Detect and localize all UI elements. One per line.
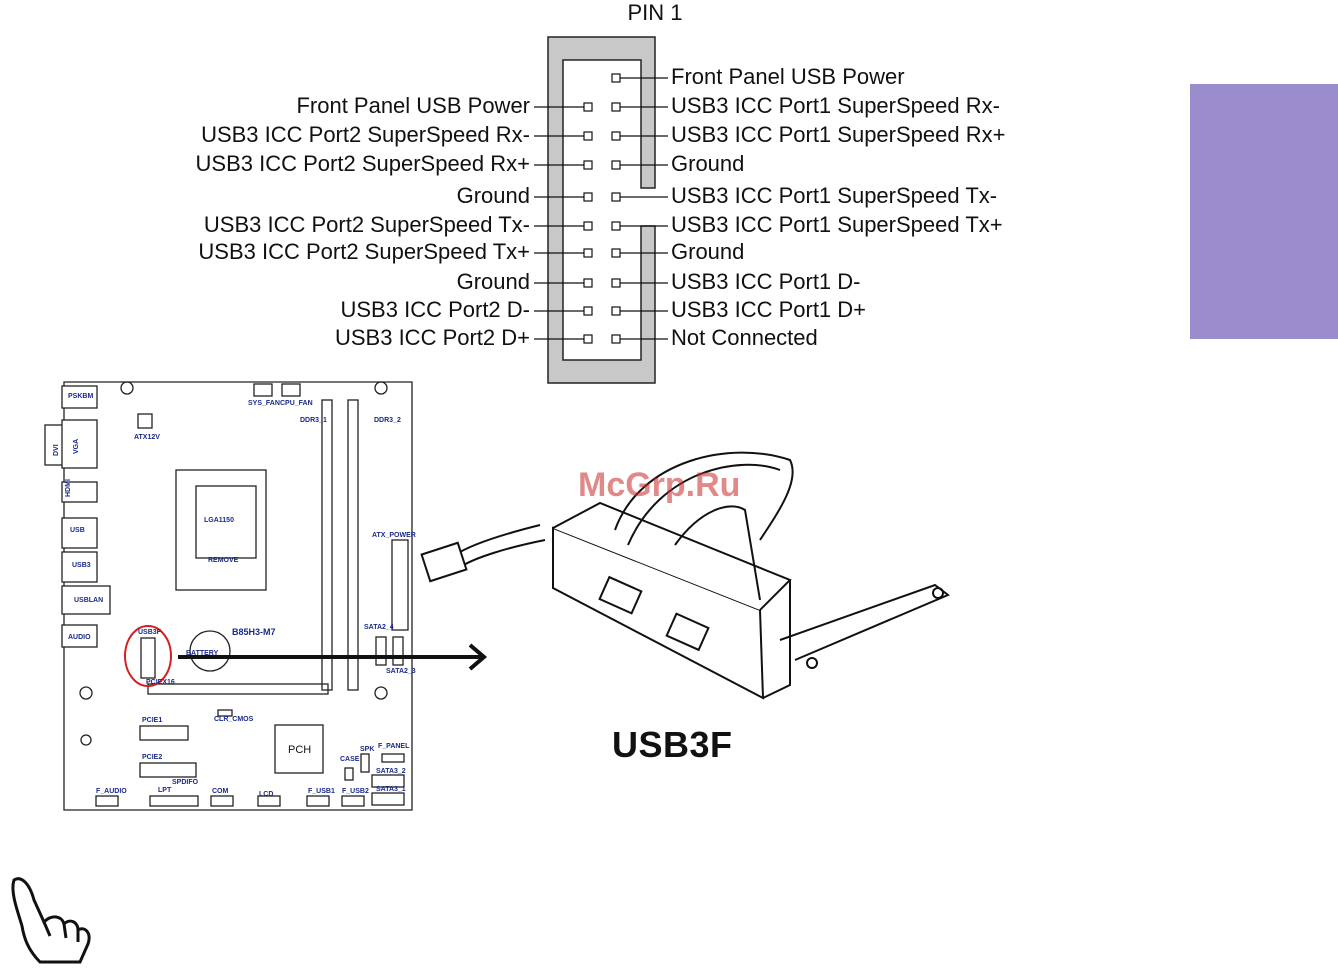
left-pin-label: USB3 ICC Port2 D+ [334,325,530,350]
pin-right-6 [611,221,621,231]
pin-left-8 [583,306,593,316]
board-label-f-usb1: F_USB1 [308,788,335,795]
left-pin-label: USB3 ICC Port2 SuperSpeed Tx+ [198,239,530,264]
pin-right-4 [611,160,621,170]
board-label-cpu-fan: CPU_FAN [280,400,313,407]
board-label-sata3-2: SATA3_2 [376,768,406,775]
board-label-sys-fan: SYS_FAN [248,400,280,407]
right-pin-label: Ground [671,239,745,264]
board-label-cpu: LGA1150 [204,517,234,524]
board-label-f-panel: F_PANEL [378,743,410,750]
right-pin-label: USB3 ICC Port1 SuperSpeed Rx- [671,93,1000,118]
pch-label: PCH [288,744,311,756]
board-label-usblan: USBLAN [74,597,103,604]
pin-right-8 [611,278,621,288]
pin-title: PIN 1 [627,0,683,25]
left-pin-label: Ground [456,183,530,208]
board-label-usb: USB [70,527,85,534]
pin-right-7 [611,248,621,258]
pin-left-6 [583,248,593,258]
motherboard [44,381,413,811]
board-label-ddr3-2: DDR3_2 [374,417,401,424]
pin-left-4 [583,192,593,202]
pin-grid [534,73,668,344]
pin-left-3 [583,160,593,170]
board-label-hdmi: HDMI [65,479,72,497]
board-label-sata2-3: SATA2_3 [386,668,416,675]
pin-right-3 [611,131,621,141]
board-label-vga: VGA [73,439,80,454]
pin-left-5 [583,221,593,231]
arrow-right-icon [178,643,488,671]
board-label-pcie1: PCIE1 [142,717,162,724]
right-pin-label: USB3 ICC Port1 SuperSpeed Tx- [671,183,998,208]
watermark-text: McGrp.Ru [578,466,741,504]
board-label-lpt: LPT [158,787,172,794]
pin-right-5 [611,192,621,202]
board-label-pciex16: PCIEX16 [146,679,175,686]
board-label-pcie2: PCIE2 [142,754,162,761]
left-pin-label: USB3 ICC Port2 SuperSpeed Rx- [201,122,530,147]
right-pin-label: USB3 ICC Port1 SuperSpeed Tx+ [671,212,1003,237]
right-pin-label: Not Connected [671,325,818,350]
left-pin-label: Ground [456,269,530,294]
pin-right-9 [611,306,621,316]
board-label-ddr3-1: DDR3_1 [300,417,327,424]
right-pin-label: Front Panel USB Power [671,64,905,89]
board-label-case: CASE [340,756,360,763]
board-label-clr-cmos: CLR_CMOS [214,716,254,723]
board-label-battery: BATTERY [186,650,219,657]
right-pin-label: USB3 ICC Port1 SuperSpeed Rx+ [671,122,1006,147]
board-label-ps2: PSKBM [68,393,93,400]
usb3f-highlight [124,625,172,687]
board-label-sata2-4: SATA2_4 [364,624,394,631]
left-pin-label: USB3 ICC Port2 D- [340,297,531,322]
board-label-spk: SPK [360,746,374,753]
board-label-f-audio: F_AUDIO [96,788,127,795]
header-shroud [547,36,656,384]
board-label-f-usb2: F_USB2 [342,788,369,795]
right-pin-label: Ground [671,151,745,176]
pin-right-10 [611,334,621,344]
pin-left-9 [583,334,593,344]
section-tab [1190,84,1338,339]
right-pin-label: USB3 ICC Port1 D+ [671,297,867,322]
pin-left-1 [583,102,593,112]
pin-right-1 [611,73,621,83]
board-label-audio: AUDIO [68,634,91,641]
board-label-sata3-1: SATA3_1 [376,786,406,793]
board-label-usb3: USB3 [72,562,91,569]
right-pin-label: USB3 ICC Port1 D- [671,269,861,294]
board-label-usb3f: USB3F [138,629,162,636]
left-pin-label: USB3 ICC Port2 SuperSpeed Rx+ [195,151,530,176]
board-label-spdifo: SPDIFO [172,779,199,786]
pointing-hand-icon [11,877,91,964]
bracket-label: USB3F [612,724,733,765]
pin-left-7 [583,278,593,288]
usb3-bracket [420,451,950,700]
board-label-dvi: DVI [53,444,60,456]
pin-right-2 [611,102,621,112]
board-label-atx12v: ATX12V [134,434,160,441]
board-model: B85H3-M7 [232,627,276,637]
board-label-atx-power: ATX_POWER [372,532,416,539]
board-label-remove: REMOVE [208,557,239,564]
board-label-lcd: LCD [259,791,273,798]
pin-left-2 [583,131,593,141]
left-pin-label: Front Panel USB Power [296,93,530,118]
board-label-com: COM [212,788,229,795]
left-pin-label: USB3 ICC Port2 SuperSpeed Tx- [203,212,530,237]
